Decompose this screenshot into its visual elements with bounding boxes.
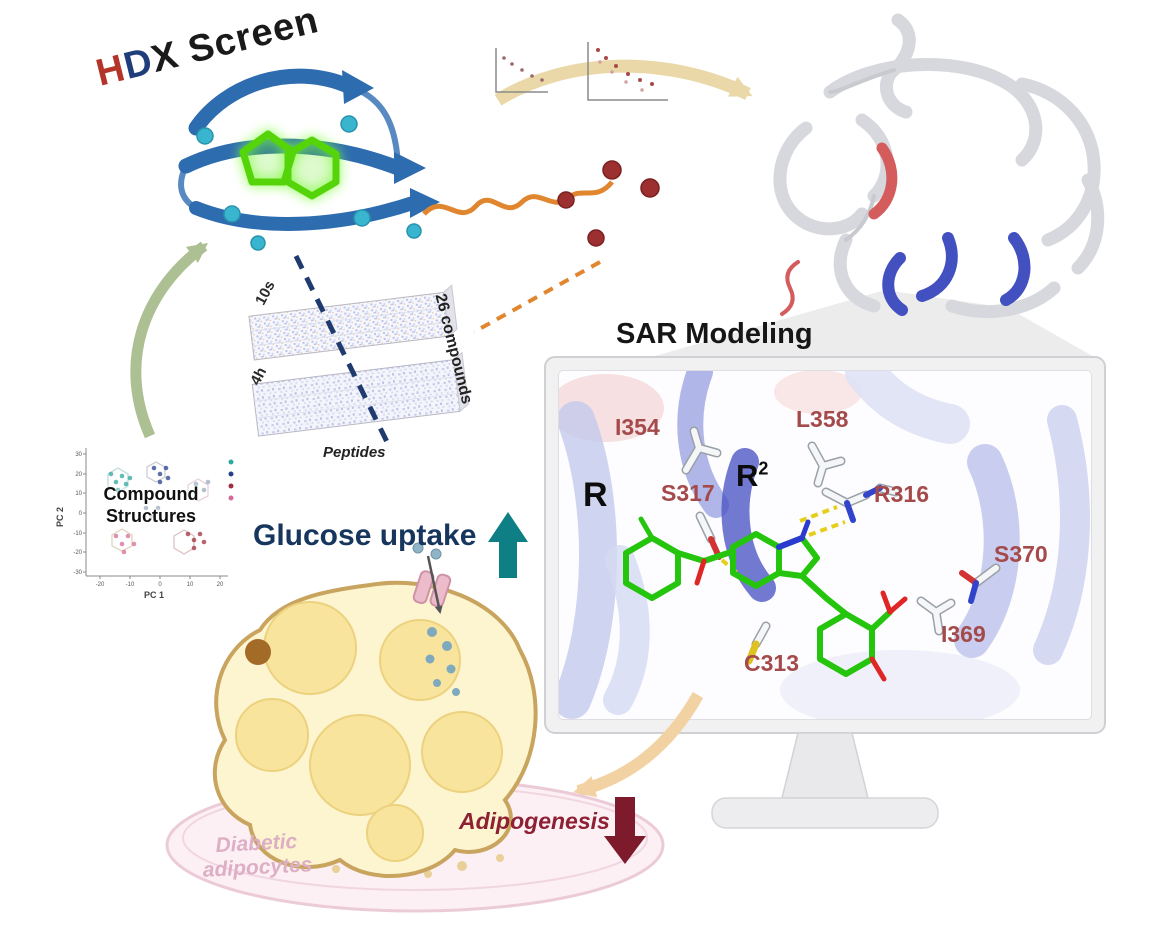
residue-label-i354: I354: [615, 414, 660, 440]
residue-label-c313: C313: [744, 650, 799, 676]
kinetics-plot-icons: [495, 42, 668, 101]
pc2-axis-label: PC 2: [55, 506, 66, 528]
substituent-r-label: R: [583, 476, 608, 514]
sar-modeling-title: SAR Modeling: [616, 318, 813, 350]
residue-label-l358: L358: [796, 406, 849, 432]
svg-text:10: 10: [187, 582, 194, 588]
pc1-axis-label: PC 1: [144, 590, 165, 600]
residue-label-i369: I369: [941, 621, 986, 647]
cell-nucleus: [245, 639, 271, 665]
monitor-stand-neck: [781, 732, 869, 799]
heatmap-label-peptides: Peptides: [323, 444, 386, 461]
svg-text:10: 10: [75, 491, 82, 497]
residue-label-s370: S370: [994, 541, 1048, 567]
sar-screen: [559, 371, 1091, 719]
glucose-transporter: [412, 570, 452, 608]
compound-structures-title: Compound Structures: [103, 484, 199, 526]
adipocyte-cell: [212, 542, 538, 878]
svg-text:20: 20: [217, 582, 224, 588]
peptide-squiggle: [422, 180, 614, 216]
svg-text:30: 30: [75, 452, 82, 458]
svg-text:0: 0: [158, 582, 162, 588]
svg-text:-10: -10: [126, 582, 135, 588]
svg-text:-10: -10: [73, 531, 82, 537]
target-protein-structure: [773, 13, 1105, 318]
svg-text:-30: -30: [73, 570, 82, 576]
scatter-legend: [228, 459, 234, 501]
scatter-points: [108, 465, 211, 555]
down-arrow-icon: [604, 797, 646, 864]
residue-label-r316: R316: [874, 481, 929, 507]
residue-label-s317: S317: [661, 480, 715, 506]
diabetic-adipocytes-label: Diabetic adipocytes: [202, 829, 313, 882]
dashed-link-orange: [473, 260, 601, 334]
svg-text:-20: -20: [73, 550, 82, 556]
residue-sticks: [683, 428, 999, 647]
pca-scatter-plot: 30 20 10 0 -10 -20 -30 -20 -10 0 10 20: [73, 448, 234, 588]
glucose-dots-inside: [425, 627, 460, 696]
adipogenesis-label: Adipogenesis: [459, 808, 610, 834]
glucose-entry-arrow: [426, 555, 443, 614]
svg-text:-20: -20: [96, 582, 105, 588]
glucose-uptake-label: Glucose uptake: [253, 519, 477, 552]
workflow-arrow-compounds: [130, 241, 209, 439]
svg-text:0: 0: [79, 511, 83, 517]
lipid-droplets: [235, 601, 503, 862]
substituent-r2-label: R2: [736, 458, 769, 493]
workflow-arrow-top: [494, 59, 753, 106]
workflow-arrow-to-cells: [573, 692, 704, 798]
up-arrow-icon: [488, 512, 528, 578]
svg-text:20: 20: [75, 472, 82, 478]
monitor: [544, 356, 1106, 829]
dashed-link-navy: [293, 254, 391, 446]
glucose-dots: [412, 542, 442, 560]
sar-molecule: [623, 516, 908, 682]
monitor-stand-base: [711, 797, 939, 829]
peptide-beads: [557, 160, 660, 247]
deuterium-spheres: [196, 115, 422, 251]
hdx-heatmap: [248, 284, 469, 437]
compound-structures-panel: 30 20 10 0 -10 -20 -30 -20 -10 0 10 20: [55, 438, 238, 608]
hit-compound-molecule: [239, 130, 340, 200]
